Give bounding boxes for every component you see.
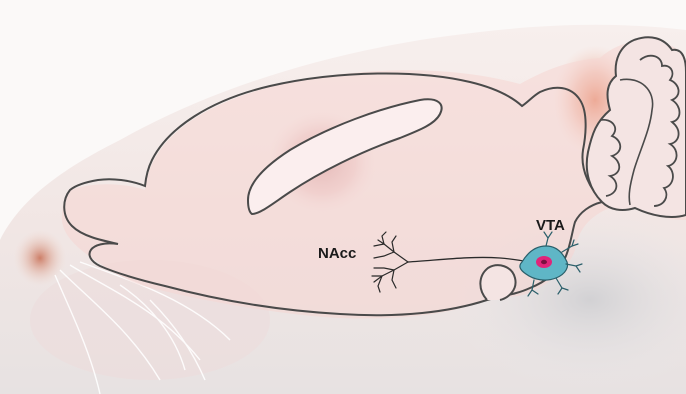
label-nacc: NAcc bbox=[318, 245, 356, 262]
nose bbox=[14, 230, 66, 286]
pons-outline bbox=[480, 265, 515, 300]
vta-nucleolus bbox=[541, 260, 547, 264]
label-vta: VTA bbox=[536, 217, 565, 234]
